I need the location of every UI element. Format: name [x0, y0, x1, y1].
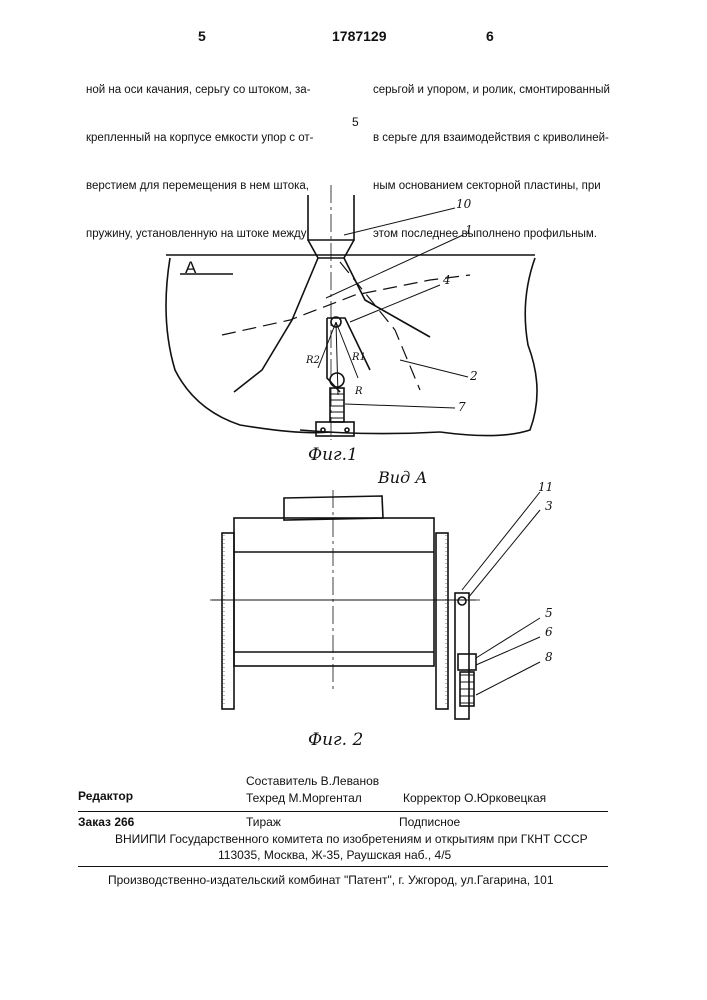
circulation: Тираж — [246, 815, 281, 829]
callout-label: 8 — [545, 650, 553, 664]
footer-rule — [78, 811, 608, 812]
callout-label: 11 — [538, 480, 553, 494]
vniipi-line: ВНИИПИ Государственного комитета по изоб… — [115, 832, 588, 846]
subscription: Подписное — [399, 815, 460, 829]
compiler: Составитель В.Леванов — [246, 774, 379, 788]
callout-label: 6 — [545, 625, 553, 639]
callout-label: 3 — [545, 499, 553, 513]
order-number: Заказ 266 — [78, 815, 134, 829]
techred: Техред М.Моргентал — [246, 791, 362, 805]
editor-label: Редактор — [78, 789, 133, 803]
callout-label: 5 — [545, 606, 553, 620]
footer-rule — [78, 866, 608, 867]
address-line: 113035, Москва, Ж-35, Раушская наб., 4/5 — [218, 848, 451, 862]
printer-line: Производственно-издательский комбинат "П… — [108, 873, 554, 887]
corrector: Корректор О.Юрковецкая — [403, 791, 546, 805]
figure-2-caption: Фиг. 2 — [308, 730, 363, 750]
figure-2-view-title: Вид А — [378, 468, 427, 487]
